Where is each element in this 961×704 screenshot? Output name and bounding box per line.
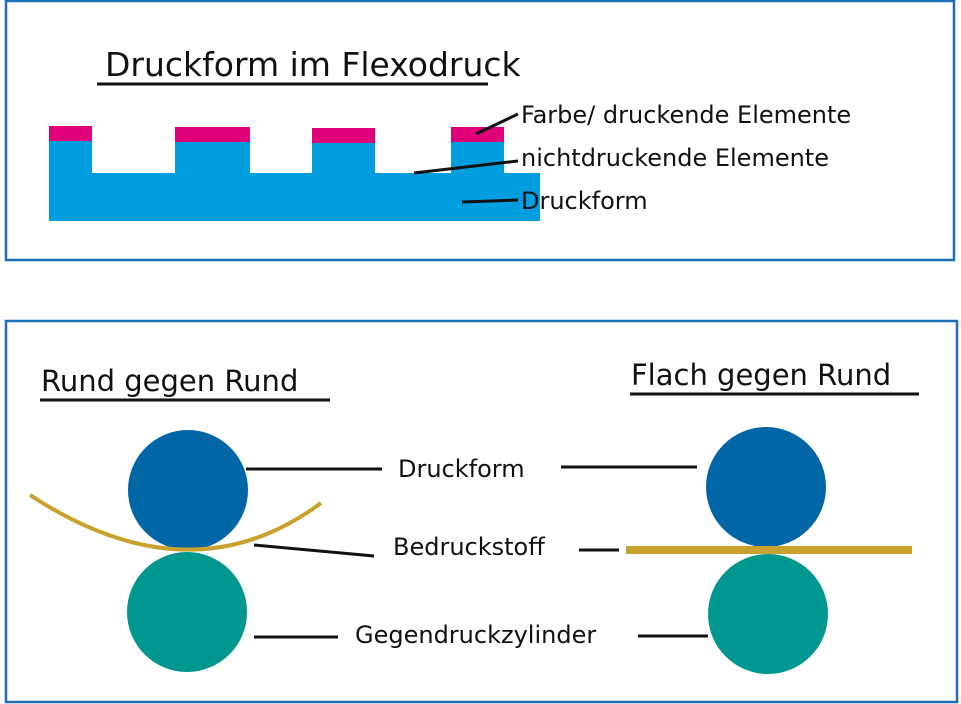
ink-layer-3 — [312, 128, 375, 143]
left-impression-cylinder — [127, 552, 247, 672]
leader-ink — [475, 112, 519, 136]
right-impression-cylinder — [708, 554, 828, 674]
ink-layer-1 — [49, 126, 92, 141]
right-substrate — [626, 546, 912, 554]
leader-non-printing — [413, 159, 519, 175]
top-panel-frame — [4, 0, 956, 262]
right-plate-cylinder — [706, 427, 826, 547]
plate-relief-4 — [451, 142, 504, 175]
left-plate-cylinder — [128, 430, 248, 550]
leader-plate — [461, 198, 519, 204]
left-title: Rund gegen Rund — [41, 364, 298, 398]
label-non-printing: nichtdruckende Elemente — [521, 144, 829, 172]
plate-base — [49, 173, 540, 221]
plate-relief-3 — [312, 142, 375, 175]
label-substrate: Bedruckstoff — [393, 533, 545, 561]
right-title: Flach gegen Rund — [631, 358, 891, 392]
label-plate: Druckform — [521, 187, 648, 215]
left-substrate — [28, 493, 323, 552]
leader-left-substrate — [253, 543, 375, 558]
ink-layer-2 — [175, 127, 250, 142]
flexo-plate — [49, 126, 540, 221]
plate-relief-1 — [49, 141, 92, 175]
label-ink: Farbe/ druckende Elemente — [521, 101, 851, 129]
bottom-panel-frame — [4, 319, 959, 704]
plate-relief-2 — [175, 142, 250, 175]
top-panel-title: Druckform im Flexodruck — [105, 45, 522, 84]
label-plate-cylinder: Druckform — [398, 455, 525, 483]
label-impression-cylinder: Gegendruckzylinder — [355, 621, 596, 649]
